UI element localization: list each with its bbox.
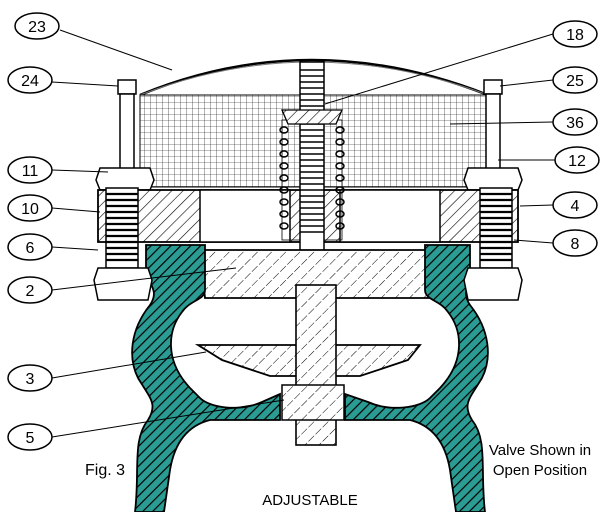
svg-text:6: 6 bbox=[26, 240, 35, 257]
right-top-nut bbox=[463, 167, 523, 191]
svg-text:12: 12 bbox=[568, 153, 586, 170]
svg-text:5: 5 bbox=[26, 430, 35, 447]
left-top-nut bbox=[95, 167, 155, 191]
right-stud-thread bbox=[479, 187, 513, 269]
svg-text:25: 25 bbox=[566, 73, 584, 90]
callout-36: 36 bbox=[552, 108, 598, 136]
bottom-label: ADJUSTABLE bbox=[262, 492, 358, 509]
svg-text:4: 4 bbox=[571, 198, 580, 215]
left-stud-thread bbox=[105, 187, 139, 269]
valve-stem bbox=[295, 284, 337, 446]
adjusting-screw bbox=[281, 61, 343, 269]
caption-line-2: Open Position bbox=[493, 462, 587, 479]
callout-23: 23 bbox=[14, 12, 60, 40]
callout-10: 10 bbox=[7, 194, 53, 222]
svg-text:18: 18 bbox=[566, 27, 584, 44]
right-bottom-nut bbox=[463, 267, 523, 301]
callout-8: 8 bbox=[552, 229, 598, 257]
svg-text:11: 11 bbox=[22, 163, 39, 180]
svg-text:2: 2 bbox=[26, 283, 35, 300]
svg-text:24: 24 bbox=[21, 73, 39, 90]
leader-lines bbox=[51, 29, 555, 438]
svg-text:36: 36 bbox=[566, 115, 584, 132]
svg-text:10: 10 bbox=[21, 201, 39, 218]
callout-2: 2 bbox=[7, 276, 53, 304]
svg-text:23: 23 bbox=[28, 19, 46, 36]
caption-line-1: Valve Shown in bbox=[489, 442, 591, 459]
callout-11: 11 bbox=[7, 156, 53, 184]
callout-24: 24 bbox=[7, 66, 53, 94]
callout-5: 5 bbox=[7, 423, 53, 451]
figure-label: Fig. 3 bbox=[85, 462, 125, 479]
left-bottom-nut bbox=[93, 267, 153, 301]
callout-25: 25 bbox=[552, 66, 598, 94]
callout-4: 4 bbox=[552, 191, 598, 219]
svg-text:8: 8 bbox=[571, 236, 580, 253]
callout-6: 6 bbox=[7, 233, 53, 261]
svg-text:3: 3 bbox=[26, 371, 35, 388]
callout-12: 12 bbox=[554, 146, 600, 174]
callout-3: 3 bbox=[7, 364, 53, 392]
callout-18: 18 bbox=[552, 20, 598, 48]
left-long-bolt bbox=[117, 79, 137, 175]
valve-body bbox=[131, 244, 489, 512]
stem-guide bbox=[281, 384, 345, 421]
